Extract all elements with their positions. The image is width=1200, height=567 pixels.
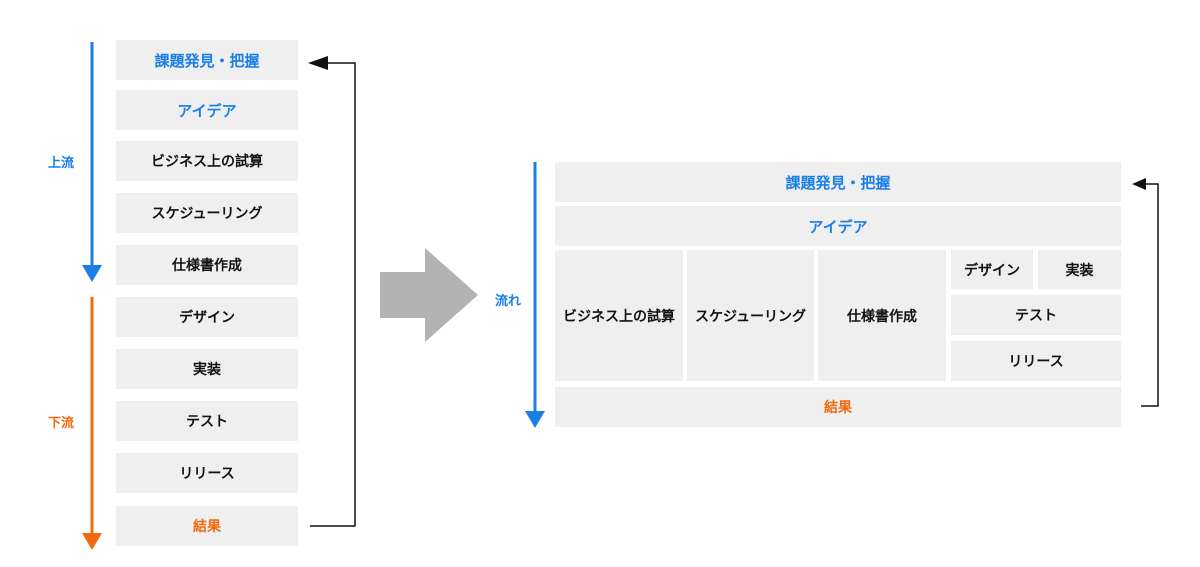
right-step-design: デザイン bbox=[951, 250, 1033, 289]
left-step-idea: アイデア bbox=[116, 90, 298, 130]
right-step-result: 結果 bbox=[555, 387, 1121, 427]
left-feedback-loop bbox=[310, 62, 356, 527]
left-step-design: デザイン bbox=[116, 297, 298, 337]
left-step-result: 結果 bbox=[116, 506, 298, 546]
right-step-idea: アイデア bbox=[555, 206, 1121, 246]
flow-arrow-head bbox=[525, 411, 545, 428]
right-step-release: リリース bbox=[951, 341, 1121, 381]
flow-label: 流れ bbox=[495, 294, 522, 309]
downstream-arrow-head bbox=[82, 533, 102, 550]
left-step-release: リリース bbox=[116, 453, 298, 493]
upstream-arrow-head bbox=[82, 265, 102, 282]
upstream-label: 上流 bbox=[48, 156, 75, 171]
left-step-test: テスト bbox=[116, 401, 298, 441]
left-step-implementation: 実装 bbox=[116, 349, 298, 389]
transform-arrow bbox=[380, 248, 478, 342]
left-step-discovery: 課題発見・把握 bbox=[116, 40, 298, 80]
left-step-spec: 仕様書作成 bbox=[116, 245, 298, 285]
right-step-business: ビジネス上の試算 bbox=[555, 250, 683, 381]
right-step-discovery: 課題発見・把握 bbox=[555, 162, 1121, 202]
left-step-scheduling: スケジューリング bbox=[116, 193, 298, 233]
right-step-spec: 仕様書作成 bbox=[818, 250, 946, 381]
right-feedback-loop bbox=[1141, 183, 1159, 407]
right-step-implementation: 実装 bbox=[1038, 250, 1121, 289]
right-step-scheduling: スケジューリング bbox=[687, 250, 814, 381]
right-step-test: テスト bbox=[951, 295, 1121, 335]
left-step-business: ビジネス上の試算 bbox=[116, 141, 298, 181]
right-feedback-arrowhead bbox=[1132, 178, 1146, 190]
left-feedback-arrowhead bbox=[308, 56, 328, 70]
downstream-label: 下流 bbox=[48, 416, 75, 431]
